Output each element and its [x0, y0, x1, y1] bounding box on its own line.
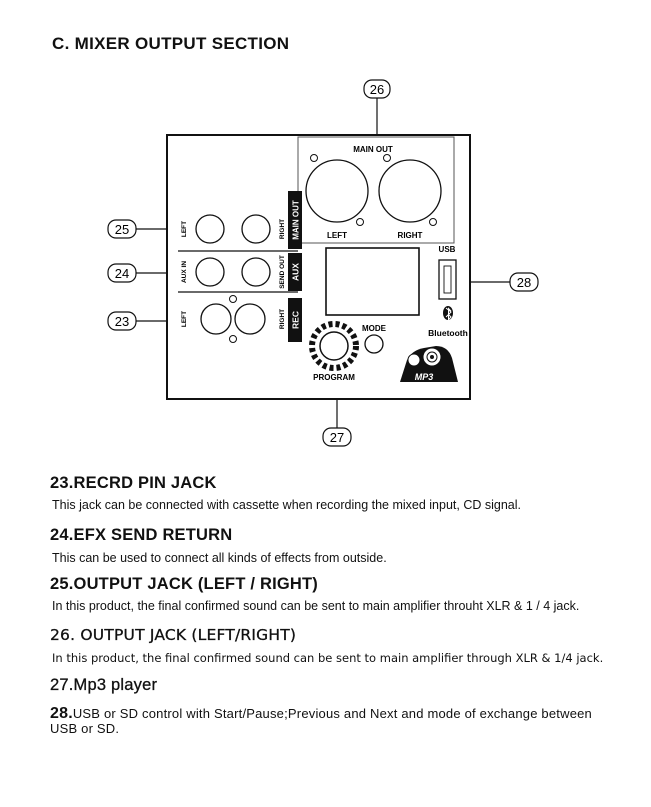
main-out-label: MAIN OUT: [353, 145, 393, 154]
callout-26: 26: [363, 79, 391, 99]
callout-24: 24: [107, 263, 137, 283]
section-23-heading: 23.RECRD PIN JACK: [50, 474, 217, 492]
svg-text:25: 25: [115, 222, 129, 237]
row25-left-label: LEFT: [181, 221, 188, 237]
mp3-logo-text: MP3: [415, 372, 434, 382]
svg-text:28: 28: [517, 275, 531, 290]
screw-hole-icon: [229, 335, 237, 343]
main-out-right-label: RIGHT: [398, 231, 423, 240]
jack-25-right[interactable]: [241, 214, 271, 244]
rec-tab-label: REC: [291, 311, 301, 329]
main-out-tab: [288, 191, 302, 249]
section-23-text: This jack can be connected with cassette…: [52, 498, 521, 512]
svg-text:27: 27: [330, 430, 344, 445]
svg-text:24: 24: [115, 266, 129, 281]
section-25-heading: 25.OUTPUT JACK (LEFT / RIGHT): [50, 575, 318, 593]
screw-hole-icon: [383, 154, 391, 162]
callout-28: 28: [509, 272, 539, 292]
section-28-text: USB or SD control with Start/Pause;Previ…: [50, 706, 592, 736]
row25-right-label: RIGHT: [279, 219, 286, 239]
callout-23: 23: [107, 311, 137, 331]
xlr-jack-left[interactable]: [305, 159, 369, 223]
section-24-heading: 24.EFX SEND RETURN: [50, 526, 233, 544]
main-out-tab-label: MAIN OUT: [292, 200, 301, 240]
section-26-heading: 26. OUTPUT JACK (LEFT/RIGHT): [50, 626, 297, 644]
rca-jack-left[interactable]: [200, 303, 232, 335]
bluetooth-label: Bluetooth: [428, 328, 468, 338]
screw-hole-icon: [429, 218, 437, 226]
section-24-text: This can be used to connect all kinds of…: [52, 551, 387, 565]
callout-27: 27: [322, 427, 352, 447]
section-28-number: 28.: [50, 705, 73, 722]
jack-aux-in[interactable]: [195, 257, 225, 287]
section-25-text: In this product, the final confirmed sou…: [52, 599, 580, 613]
aux-tab-label: AUX: [291, 263, 301, 281]
program-label: PROGRAM: [313, 373, 355, 382]
aux-tab: [288, 253, 302, 291]
mode-button[interactable]: [364, 334, 384, 354]
main-out-left-label: LEFT: [327, 231, 347, 240]
xlr-jack-right[interactable]: [378, 159, 442, 223]
section-26-text: In this product, the final confirmed sou…: [52, 651, 604, 665]
row23-left-label: LEFT: [181, 311, 188, 327]
screw-hole-icon: [356, 218, 364, 226]
row23-right-label: RIGHT: [279, 309, 286, 329]
svg-text:26: 26: [370, 82, 384, 97]
mp3-display-screen: [325, 247, 420, 316]
section-27-heading: 27.Mp3 player: [50, 676, 158, 694]
mixer-output-diagram: 26 25 24 23 28 27 MAIN OUT LEFT RIGHT LE…: [107, 79, 539, 447]
svg-text:23: 23: [115, 314, 129, 329]
aux-in-label: AUX IN: [181, 261, 188, 283]
mode-label: MODE: [362, 324, 387, 333]
page-title: C. MIXER OUTPUT SECTION: [52, 34, 290, 53]
screw-hole-icon: [310, 154, 318, 162]
program-knob[interactable]: [309, 321, 359, 371]
jack-send-out[interactable]: [241, 257, 271, 287]
rca-jack-right[interactable]: [234, 303, 266, 335]
mp3-logo: MP3: [400, 346, 458, 382]
usb-label: USB: [439, 245, 456, 254]
jack-25-left[interactable]: [195, 214, 225, 244]
send-out-label: SEND OUT: [279, 255, 286, 289]
bluetooth-icon: [443, 306, 453, 321]
screw-hole-icon: [229, 295, 237, 303]
section-28: 28.USB or SD control with Start/Pause;Pr…: [50, 705, 610, 737]
callout-25: 25: [107, 219, 137, 239]
rec-tab: [288, 298, 302, 342]
